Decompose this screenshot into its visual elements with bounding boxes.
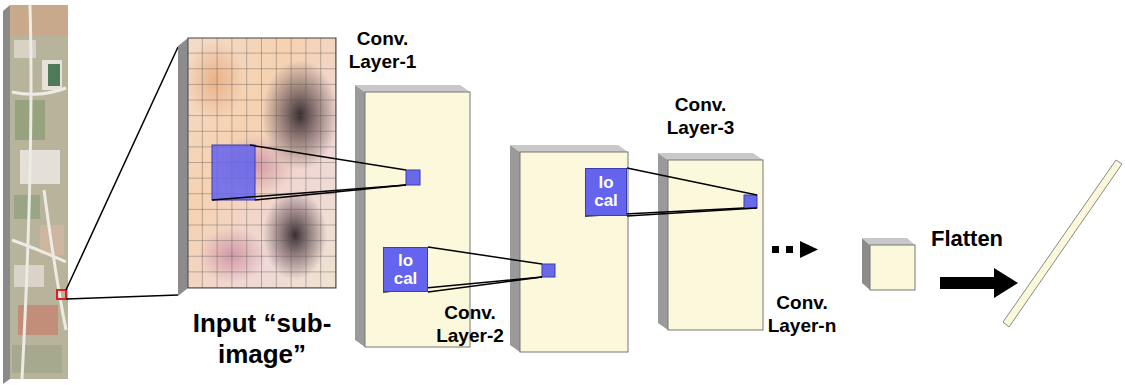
zoom-line bbox=[66, 47, 178, 290]
receptive-lines bbox=[212, 145, 757, 292]
output-unit bbox=[744, 195, 757, 208]
aerial-area bbox=[10, 5, 68, 35]
strip-edge bbox=[3, 5, 10, 384]
local-patch: lo cal bbox=[383, 247, 428, 292]
patch-label: lo cal bbox=[390, 252, 422, 288]
aerial-building bbox=[42, 60, 62, 90]
panel-edge bbox=[658, 153, 668, 330]
cube-edge bbox=[862, 238, 915, 245]
layer-heading: Conv. Layer-1 bbox=[335, 28, 430, 74]
panel-edge bbox=[510, 145, 520, 352]
cube bbox=[870, 245, 915, 290]
aerial-building bbox=[14, 40, 36, 58]
cube-edge bbox=[862, 238, 870, 290]
layer-heading: Conv. Layer-3 bbox=[653, 94, 748, 140]
feature-map bbox=[668, 160, 763, 330]
aerial-green bbox=[14, 195, 40, 219]
aerial-building bbox=[20, 150, 60, 184]
output-unit bbox=[542, 264, 555, 277]
aerial-image bbox=[10, 5, 68, 379]
aerial-green bbox=[12, 345, 62, 373]
feature-map bbox=[520, 152, 628, 352]
zoom-line bbox=[66, 295, 178, 299]
arrow-head bbox=[800, 241, 818, 258]
flatten-arrow bbox=[994, 268, 1018, 298]
flat-vector bbox=[1003, 160, 1122, 327]
grid-lines bbox=[188, 38, 336, 288]
local-patch: lo cal bbox=[585, 168, 627, 216]
aerial-field bbox=[48, 64, 60, 86]
layer-heading: Input “sub-image” bbox=[176, 308, 348, 370]
conv-layer: Conv. Layer-2lo cal bbox=[520, 152, 628, 352]
input-grid-node: Input “sub-image” bbox=[188, 38, 336, 288]
conv-layer: Conv. Layer-3 bbox=[668, 160, 763, 330]
aerial-roads bbox=[12, 5, 66, 379]
panel-edge bbox=[658, 153, 763, 160]
dots bbox=[772, 246, 779, 253]
flatten-arrow bbox=[940, 277, 998, 289]
operation-label: Flatten bbox=[922, 226, 1012, 252]
aerial-building bbox=[14, 265, 44, 287]
sub-image-marker bbox=[57, 290, 66, 299]
panel-edge bbox=[355, 85, 470, 92]
receptive-field bbox=[212, 145, 255, 200]
output-unit bbox=[406, 170, 420, 185]
panel-edge bbox=[355, 85, 365, 347]
patch-label: lo cal bbox=[590, 174, 622, 210]
dots bbox=[786, 246, 793, 253]
input-grid bbox=[188, 38, 336, 288]
layer-label: Conv. Layer-n bbox=[758, 292, 846, 338]
panel-edge bbox=[510, 145, 628, 152]
layer-heading: Conv. Layer-2 bbox=[425, 302, 515, 348]
